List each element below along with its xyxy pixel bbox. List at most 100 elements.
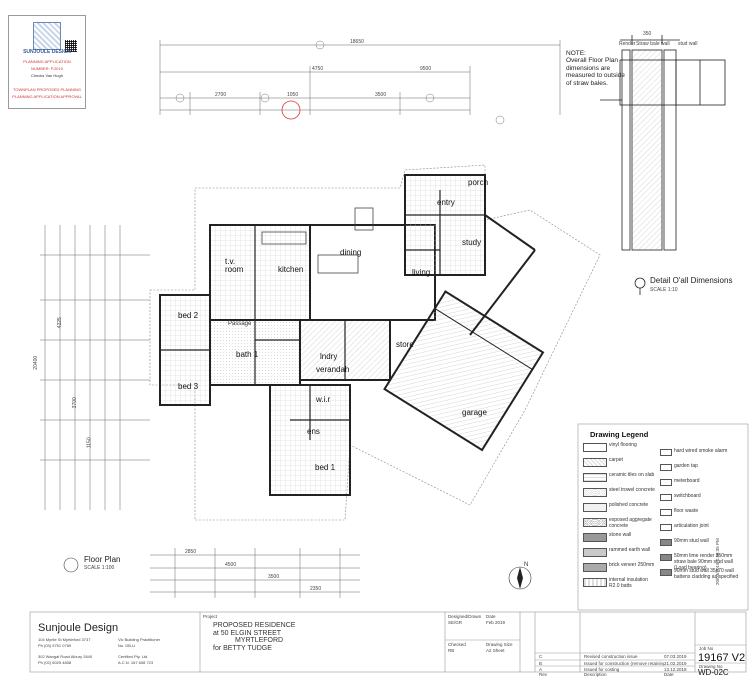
left-dimension-lines [40,225,150,510]
room-study: study [462,238,482,247]
legend-symbol-icon [660,509,672,516]
legend-item-label: exposed aggregate concrete [609,517,652,529]
dim-left4: 1150 [86,437,93,449]
stamp-line1: PLANNING APPLICATION [23,59,71,64]
roof-outline [149,164,601,521]
legend-swatch [583,518,607,527]
floor-plan-title: Floor Plan [84,555,121,564]
project-details: PROPOSED RESIDENCE at 50 ELGIN STREET MY… [213,622,313,653]
legend-item-label: hard wired smoke alarm [674,448,728,454]
legend-symbol-icon [660,569,672,576]
legend-item-label: rammed earth wall [609,547,651,553]
bottom-dimension-lines [150,548,360,598]
room-verandah: verandah [316,365,350,374]
legend-item-label: ceramic tiles on slab [609,472,655,478]
company-addr2: Ph (03) 5751 0769 [38,643,72,648]
legend-item-label: vinyl flooring [609,442,637,448]
legend-symbol-icon [660,524,672,531]
rev-date-label: Date [664,672,674,677]
top-dimension-lines [159,40,561,115]
legend-swatch [583,578,607,587]
legend-item-label: stone wall [609,532,632,538]
note-heading: NOTE: [566,50,586,57]
room-ens: ens [307,427,320,436]
project-line2: at 50 ELGIN STREET [213,629,282,637]
legend-swatch [583,473,607,482]
company-addr3: 302 Wangal Road Albury 2640 [38,654,93,659]
legend-swatch [583,533,607,542]
tb-date-label: Date [486,614,496,619]
dim-top4: 2700 [215,92,227,98]
kitchen-bench [261,207,374,274]
legend-symbol-icon [660,464,672,471]
company-logo-icon [33,22,61,50]
company-addr4: Ph (02) 6025 4808 [38,660,72,665]
project-line1: PROPOSED RESIDENCE [213,622,296,629]
tb-checked: RB [448,648,455,653]
rev-b-date: 21.02.2019 [664,660,687,666]
legend-item-label: carpet [609,457,623,463]
svg-text:N: N [524,562,528,568]
room-dining: dining [340,248,362,257]
dim-top6: 9500 [420,66,432,72]
legend-item-label: 90mm stud wall 35x70 wall battens claddi… [674,568,739,580]
room-porch: porch [468,178,489,187]
room-garage: garage [462,408,487,417]
side-date: 20/03/2019 1:45:35 PM [715,538,720,585]
legend-symbol-icon [660,449,672,456]
dim-left3: 3700 [71,397,78,409]
detail-title: Detail O'all Dimensions [650,276,733,285]
legend-swatch [583,548,607,557]
rev-a: A [539,666,543,672]
stamp-line2: NUMBER: P.2019 [31,66,63,71]
stamp-line3: Checks Van Hugh [31,73,63,78]
room-passage: Passage [228,321,252,327]
dim-top3: 1050 [287,92,299,98]
room-bath1: bath 1 [236,350,259,359]
rev-b-desc: Issued for construction (remove retainin… [584,660,664,666]
legend-item-label: internal insulation R2.0 batts [609,577,648,589]
legend-item-label: meterboard [674,478,700,484]
room-living: living [412,268,431,277]
legend-symbol-icon [660,539,672,546]
room-store: store [396,340,414,349]
legend-frame [577,423,749,611]
company-reg1: Vic Building Practitioner [118,637,161,642]
company-name: Sunjoule Design [38,622,119,634]
room-entry: entry [437,198,455,207]
project-line3: MYRTLEFORD [235,637,284,645]
dim-bot4: 2350 [310,586,322,592]
room-bed1: bed 1 [315,463,336,472]
legend-item-label: brick veneer 250mm [609,562,655,568]
stamp-line5: PLANNING APPLICATION APPROVAL [12,94,82,99]
legend-symbol-icon [660,479,672,486]
internal-walls [160,190,485,440]
legend-swatch [583,458,607,467]
north-arrow-icon: N [508,562,532,590]
legend-item-label: 90mm stud wall [674,538,709,544]
room-wir: w.i.r [316,395,331,404]
detail-scale: SCALE 1:10 [650,287,678,293]
legend-symbol-icon [660,494,672,501]
job-number: 19167 V2 [698,652,746,664]
qr-code-icon [65,40,77,52]
legend-item-label: polished concrete [609,502,649,508]
title-block-grid [29,611,747,673]
tb-designed: SE/GR [448,620,463,625]
drawing-label: Drawing No [699,664,723,669]
legend-item-label: switchboard [674,493,701,499]
company-addr1: 104 Myrtle St Myrtleford 3737 [38,637,91,642]
detail-straw-label: Straw bale wall [636,41,670,47]
rev-c-desc: Revised construction issue [584,654,638,659]
job-label: Job No [699,646,714,651]
rev-a-date: 13.12.2018 [664,666,687,672]
floor-plan-bubble [63,557,79,573]
room-tv: t.v. room [225,257,244,275]
drawing-number: WD-02C [698,668,729,677]
tb-checked-label: Checked [448,642,466,647]
tb-sheet-label: Drawing Size [486,642,513,647]
detail-dim: 350 [643,31,652,37]
note-body: Overall Floor Plan dimensions are measur… [566,57,625,87]
rev-c: C [539,654,543,659]
company-reg3: Certified Pty. Ltd. [118,654,149,659]
